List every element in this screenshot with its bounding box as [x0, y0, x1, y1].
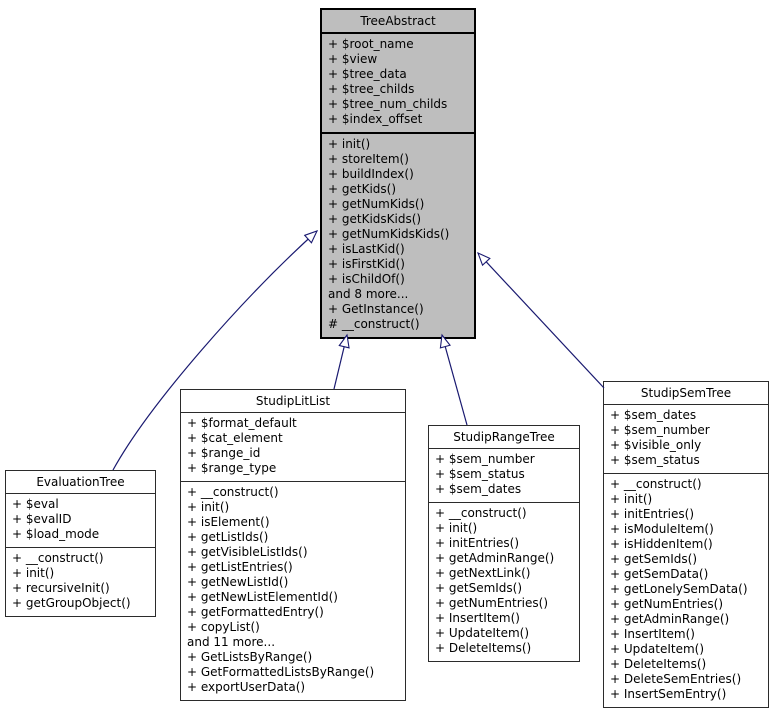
field-item: + $cat_element	[187, 431, 283, 445]
methods-compartment: + init()+ storeItem()+ buildIndex()+ get…	[322, 132, 474, 337]
field-item: + $range_id	[187, 446, 261, 460]
method-item: + init()	[328, 137, 371, 151]
method-item: + InsertSemEntry()	[610, 687, 727, 701]
fields-compartment: + $sem_number+ $sem_status+ $sem_dates	[429, 448, 579, 502]
fields-compartment: + $eval+ $evalID+ $load_mode	[6, 493, 155, 547]
class-title: EvaluationTree	[36, 475, 125, 489]
method-item: + UpdateItem()	[435, 626, 530, 640]
method-item: and 11 more...	[187, 635, 276, 649]
method-item: + isFirstKid()	[328, 257, 405, 271]
method-item: + getLonelySemData()	[610, 582, 748, 596]
class-node-studiplitlist[interactable]: StudipLitList + $format_default+ $cat_el…	[180, 389, 406, 701]
method-item: + isModuleItem()	[610, 522, 714, 536]
method-item: + getNewListElementId()	[187, 590, 338, 604]
class-node-studiprangetree[interactable]: StudipRangeTree + $sem_number+ $sem_stat…	[428, 425, 580, 662]
method-item: + init()	[610, 492, 653, 506]
method-item: + getSemIds()	[435, 581, 523, 595]
method-item: + getAdminRange()	[610, 612, 730, 626]
method-item: + getNumEntries()	[610, 597, 724, 611]
field-item: + $sem_dates	[610, 408, 697, 422]
method-item: + getSemData()	[610, 567, 709, 581]
method-item: + DeleteItems()	[435, 641, 532, 655]
class-title: StudipRangeTree	[453, 430, 555, 444]
field-item: + $visible_only	[610, 438, 702, 452]
method-item: + __construct()	[610, 477, 702, 491]
field-item: + $format_default	[187, 416, 297, 430]
method-item: + isElement()	[187, 515, 270, 529]
method-item: + __construct()	[435, 506, 527, 520]
method-item: + GetFormattedListsByRange()	[187, 665, 375, 679]
field-item: + $range_type	[187, 461, 277, 475]
method-item: + InsertItem()	[610, 627, 695, 641]
method-item: + storeItem()	[328, 152, 409, 166]
method-item: + GetInstance()	[328, 302, 424, 316]
field-item: + $index_offset	[328, 112, 423, 126]
method-item: + UpdateItem()	[610, 642, 705, 656]
method-item: + GetListsByRange()	[187, 650, 313, 664]
methods-compartment: + __construct()+ init()+ initEntries()+ …	[429, 502, 579, 661]
method-item: + getAdminRange()	[435, 551, 555, 565]
method-item: + initEntries()	[610, 507, 695, 521]
method-item: + getNumKidsKids()	[328, 227, 450, 241]
method-item: + getFormattedEntry()	[187, 605, 324, 619]
method-item: # __construct()	[328, 317, 420, 331]
method-item: + isChildOf()	[328, 272, 405, 286]
field-item: + $load_mode	[12, 527, 100, 541]
fields-compartment: + $root_name+ $view+ $tree_data+ $tree_c…	[322, 32, 474, 132]
field-item: + $sem_status	[435, 467, 525, 481]
method-item: + getListIds()	[187, 530, 269, 544]
method-item: + init()	[435, 521, 478, 535]
method-item: + isLastKid()	[328, 242, 405, 256]
method-item: + getSemIds()	[610, 552, 698, 566]
method-item: + getNumEntries()	[435, 596, 549, 610]
inheritance-arrow-studiprangetree-to-treeabstract	[439, 333, 468, 426]
methods-compartment: + __construct()+ init()+ initEntries()+ …	[604, 473, 768, 707]
inheritance-arrow-studiplitlist-to-treeabstract	[333, 333, 350, 390]
method-item: + getVisibleListIds()	[187, 545, 308, 559]
inheritance-arrow-studipsemtree-to-treeabstract	[477, 251, 605, 389]
method-item: + DeleteSemEntries()	[610, 672, 742, 686]
method-item: + getNextLink()	[435, 566, 531, 580]
field-item: + $evalID	[12, 512, 72, 526]
method-item: + getGroupObject()	[12, 596, 131, 610]
fields-compartment: + $format_default+ $cat_element+ $range_…	[181, 412, 405, 481]
field-item: + $root_name	[328, 37, 414, 51]
fields-compartment: + $sem_dates+ $sem_number+ $visible_only…	[604, 404, 768, 473]
method-item: + InsertItem()	[435, 611, 520, 625]
method-item: + init()	[12, 566, 55, 580]
method-item: + __construct()	[187, 485, 279, 499]
field-item: + $tree_num_childs	[328, 97, 448, 111]
method-item: + init()	[187, 500, 230, 514]
method-item: + buildIndex()	[328, 167, 414, 181]
field-item: + $eval	[12, 497, 59, 511]
class-node-evaluationtree[interactable]: EvaluationTree + $eval+ $evalID+ $load_m…	[5, 470, 156, 617]
class-title: StudipLitList	[255, 394, 331, 408]
field-item: + $sem_dates	[435, 482, 522, 496]
class-title: TreeAbstract	[360, 14, 436, 28]
method-item: + initEntries()	[435, 536, 520, 550]
method-item: + isHiddenItem()	[610, 537, 713, 551]
methods-compartment: + __construct()+ init()+ isElement()+ ge…	[181, 481, 405, 700]
method-item: + getKids()	[328, 182, 397, 196]
field-item: + $tree_data	[328, 67, 407, 81]
class-node-studipsemtree[interactable]: StudipSemTree + $sem_dates+ $sem_number+…	[603, 381, 769, 708]
field-item: + $view	[328, 52, 378, 66]
method-item: + exportUserData()	[187, 680, 306, 694]
field-item: + $tree_childs	[328, 82, 415, 96]
class-title: StudipSemTree	[640, 386, 732, 400]
method-item: + getNewListId()	[187, 575, 289, 589]
methods-compartment: + __construct()+ init()+ recursiveInit()…	[6, 547, 155, 616]
method-item: + copyList()	[187, 620, 260, 634]
field-item: + $sem_status	[610, 453, 700, 467]
method-item: + recursiveInit()	[12, 581, 110, 595]
method-item: and 8 more...	[328, 287, 409, 301]
class-node-treeabstract[interactable]: TreeAbstract + $root_name+ $view+ $tree_…	[320, 8, 476, 339]
method-item: + __construct()	[12, 551, 104, 565]
method-item: + getNumKids()	[328, 197, 425, 211]
method-item: + DeleteItems()	[610, 657, 707, 671]
field-item: + $sem_number	[435, 452, 535, 466]
field-item: + $sem_number	[610, 423, 710, 437]
method-item: + getListEntries()	[187, 560, 293, 574]
method-item: + getKidsKids()	[328, 212, 422, 226]
